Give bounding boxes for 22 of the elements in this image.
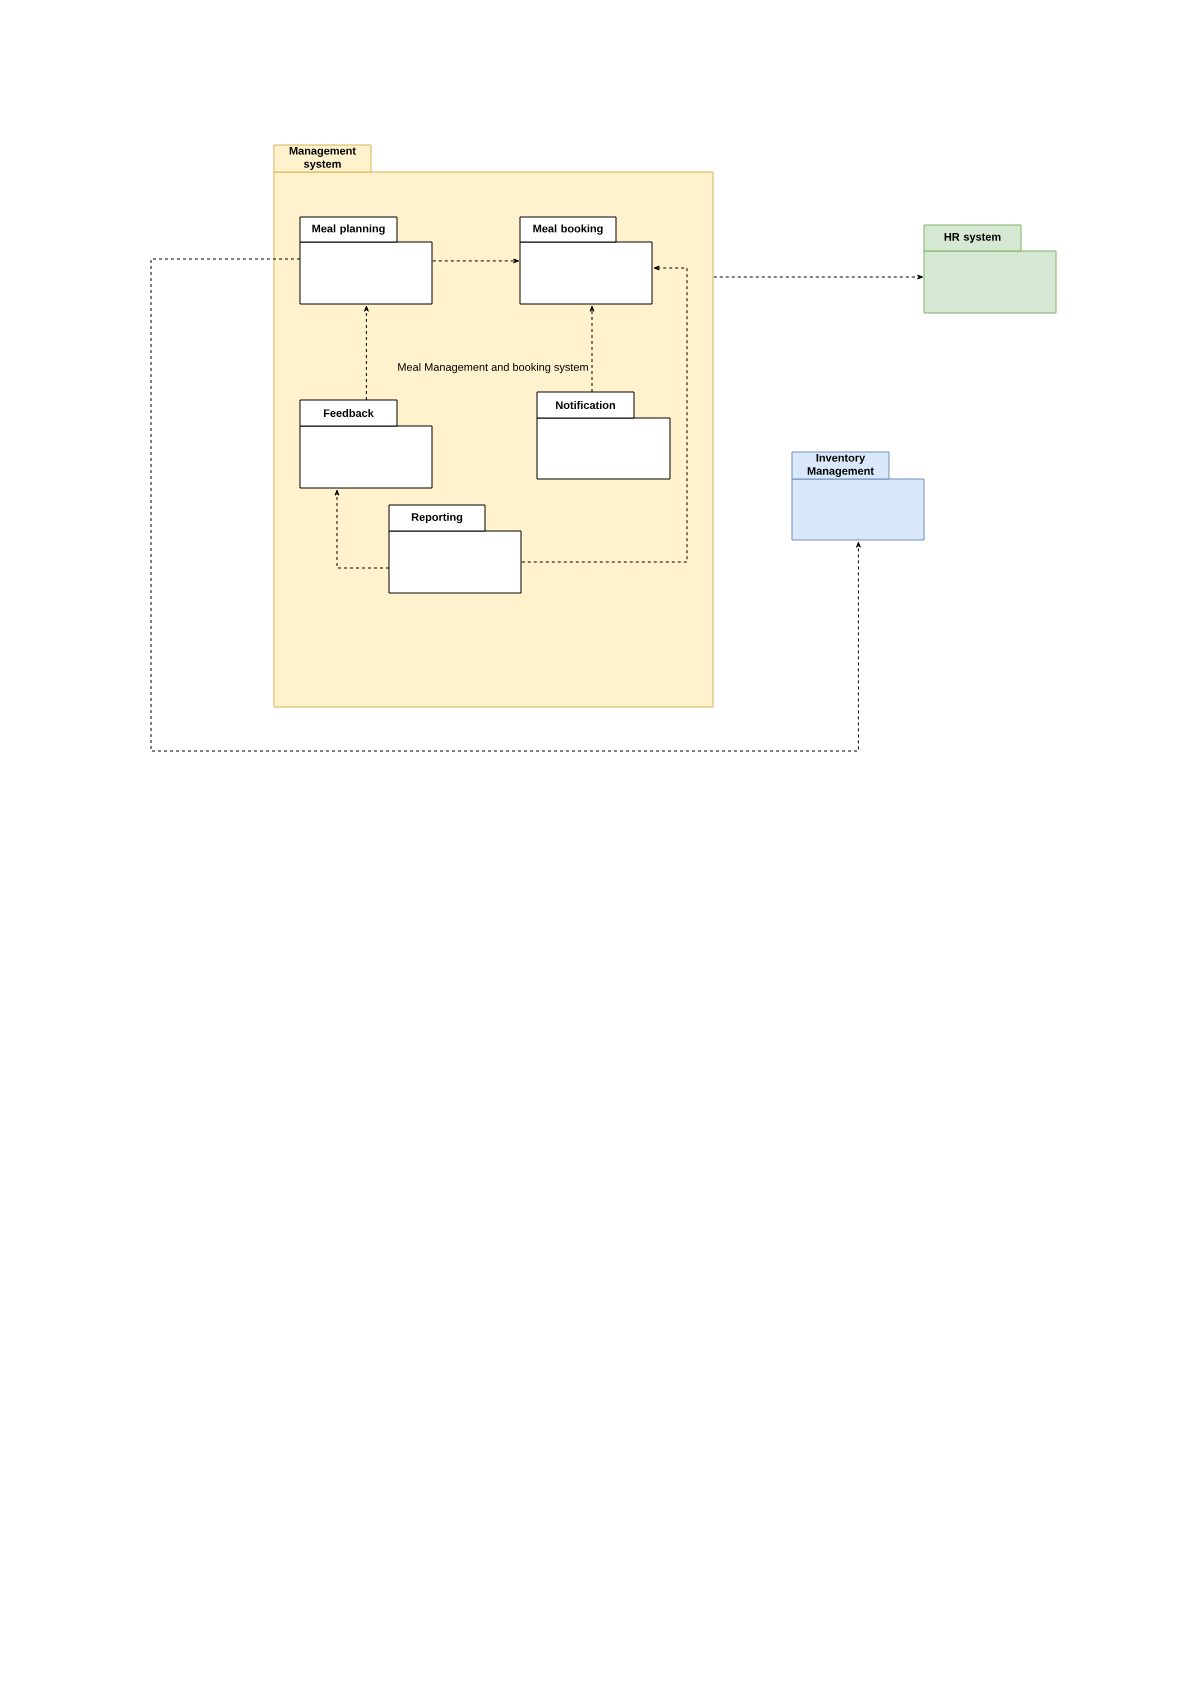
package-box: Notification [536, 391, 671, 480]
node-label: Reporting [411, 512, 463, 524]
arrow [364, 305, 369, 401]
arrow [713, 274, 924, 280]
node-label: Management system [289, 147, 356, 170]
node-label: Feedback [323, 408, 374, 418]
arrow [589, 305, 595, 393]
package-box: Inventory Management [791, 451, 925, 541]
node-label: Meal planning [312, 224, 385, 235]
package-box: Feedback [299, 399, 433, 489]
arrow [334, 489, 390, 569]
package-box: Meal booking [519, 216, 653, 305]
arrow [432, 258, 520, 264]
package-box: Meal planning [299, 216, 433, 305]
package-box: HR system [923, 224, 1057, 314]
arrow [150, 258, 861, 752]
node-label: Meal booking [533, 224, 603, 235]
node-label: Notification [556, 400, 615, 410]
node-label: HR system [944, 233, 1001, 243]
arrow [521, 265, 688, 563]
node-label: Inventory Management [807, 454, 874, 478]
package-box: Reporting [388, 504, 522, 594]
